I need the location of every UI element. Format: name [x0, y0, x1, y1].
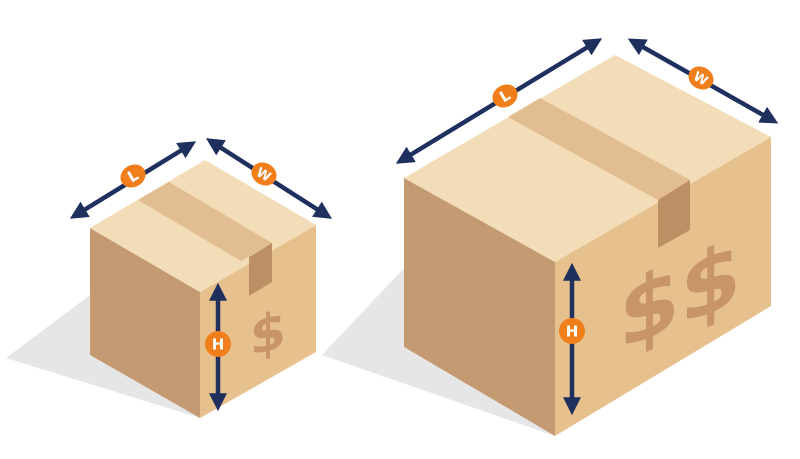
small-box-height-badge: H — [205, 331, 231, 357]
small-box-height-label: H — [212, 336, 225, 354]
small-box-width-badge: W — [251, 162, 277, 186]
small-box: $ L W H — [6, 138, 333, 418]
small-box-tape-side — [249, 243, 272, 296]
small-box-price-mark: $ — [250, 299, 286, 368]
large-box-length-badge: L — [492, 84, 518, 108]
large-box-shadow — [322, 268, 555, 436]
small-box-length-badge: L — [120, 164, 146, 188]
small-box-shadow — [6, 295, 200, 418]
large-box: $$ L W H — [322, 38, 779, 436]
large-box-height-label: H — [566, 323, 579, 341]
small-box-left-face — [90, 228, 200, 418]
large-box-height-badge: H — [559, 318, 585, 344]
large-box-tape-side — [658, 180, 690, 248]
large-box-width-label: W — [690, 69, 710, 89]
large-box-right-face — [555, 137, 771, 436]
large-box-width-badge: W — [688, 66, 714, 90]
large-box-left-face — [404, 178, 555, 436]
small-box-width-label: W — [253, 165, 273, 185]
small-box-right-face — [200, 225, 316, 418]
